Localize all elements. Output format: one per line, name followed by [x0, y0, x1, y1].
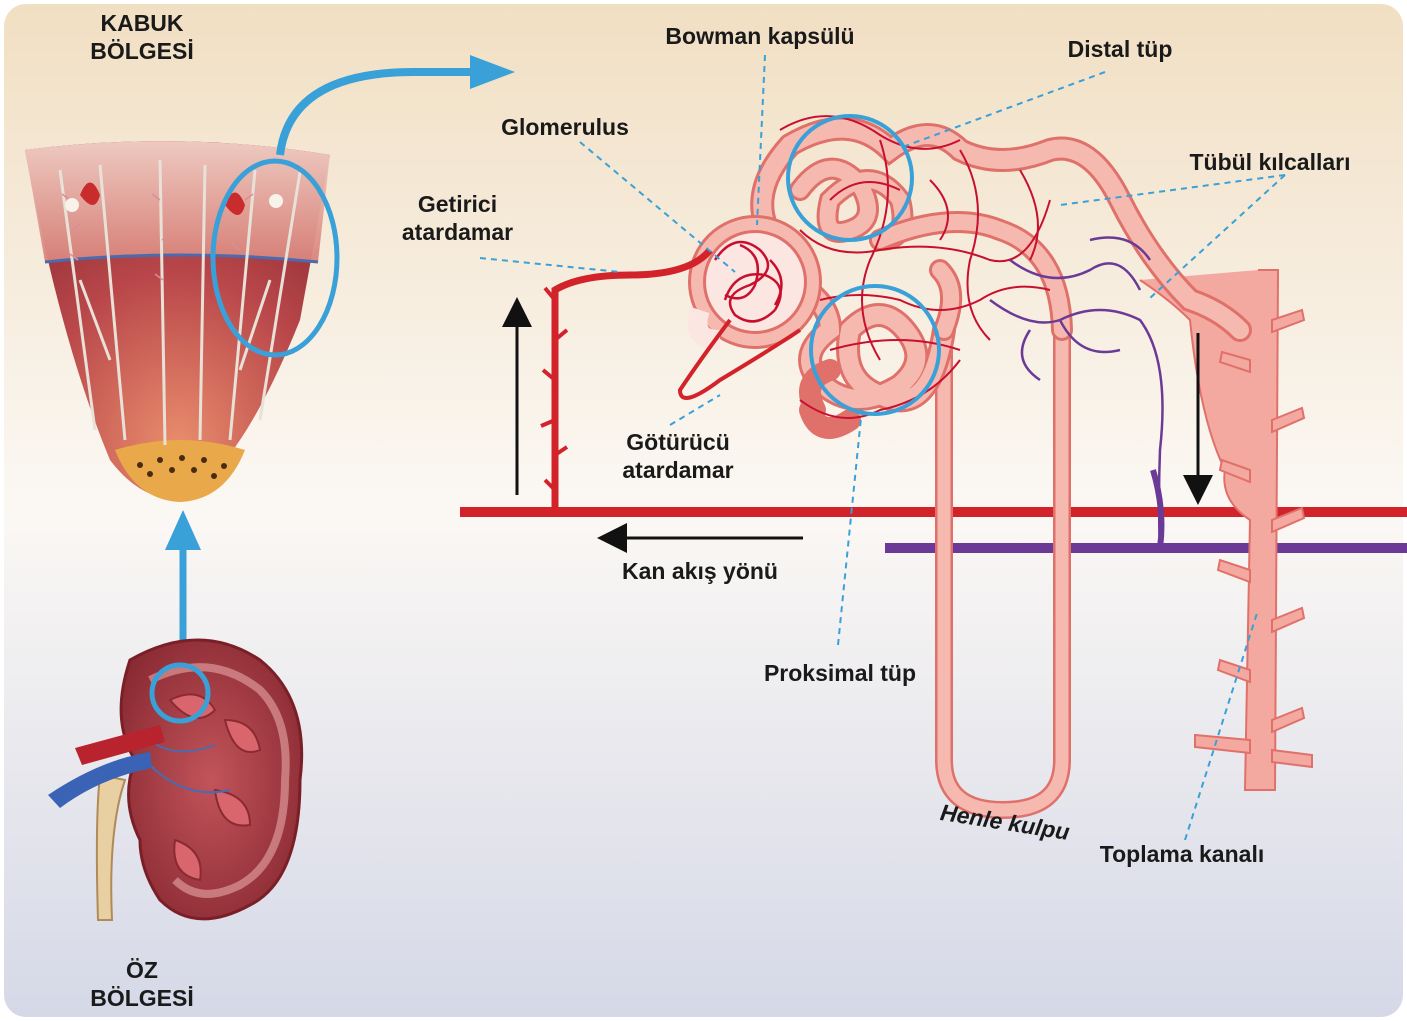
label-line: ÖZ [82, 956, 202, 984]
label-goturucu-atardamar: Götürücü atardamar [608, 428, 748, 484]
label-getirici-atardamar: Getirici atardamar [390, 190, 525, 246]
label-line: Götürücü [608, 428, 748, 456]
label-toplama-kanali: Toplama kanalı [1082, 840, 1282, 868]
label-glomerulus: Glomerulus [495, 113, 635, 141]
label-line: Getirici [390, 190, 525, 218]
label-tubul-kilcallari: Tübül kılcalları [1170, 148, 1370, 176]
label-bowman-kapsulu: Bowman kapsülü [650, 22, 870, 50]
label-distal-tup: Distal tüp [1050, 35, 1190, 63]
label-kabuk-bolgesi: KABUK BÖLGESİ [82, 9, 202, 65]
label-line: KABUK [82, 9, 202, 37]
label-proksimal-tup: Proksimal tüp [750, 659, 930, 687]
label-line: BÖLGESİ [82, 984, 202, 1012]
label-line: BÖLGESİ [82, 37, 202, 65]
label-line: atardamar [608, 456, 748, 484]
label-kan-akis-yonu: Kan akış yönü [605, 557, 795, 585]
label-oz-bolgesi: ÖZ BÖLGESİ [82, 956, 202, 1012]
label-line: atardamar [390, 218, 525, 246]
